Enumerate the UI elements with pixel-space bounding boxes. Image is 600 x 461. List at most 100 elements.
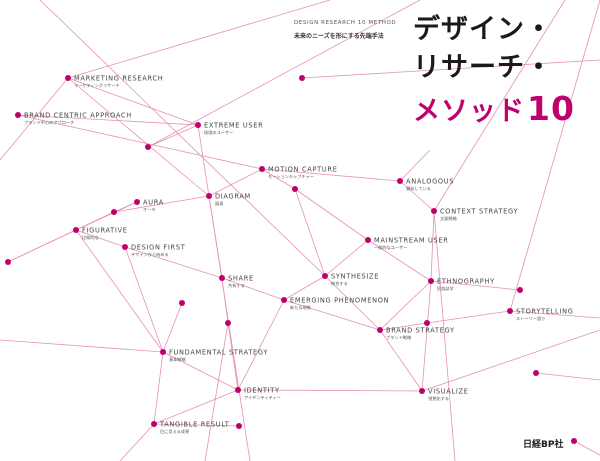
node-dot: [179, 300, 185, 306]
method-sublabel: モーションキャプチャー: [268, 174, 314, 180]
book-subtitle: 未来のニーズを形にする先端手法: [294, 33, 384, 40]
network-line: [324, 275, 381, 331]
node-dot: [322, 273, 328, 279]
title-number: 10: [527, 89, 575, 128]
method-label: FUNDAMENTAL STRATEGY: [169, 349, 268, 357]
node-dot: [533, 370, 539, 376]
network-line: [301, 59, 600, 79]
method-label: IDENTITY: [244, 387, 280, 395]
network-line: [421, 280, 432, 392]
network-line: [17, 114, 199, 126]
method-sublabel: 図表: [215, 200, 224, 207]
network-line: [426, 310, 511, 324]
node-dot: [419, 388, 425, 394]
node-dot: [65, 75, 71, 81]
node-dot: [259, 166, 265, 172]
network-line: [204, 322, 229, 461]
method-sublabel: 比喩的な: [82, 234, 99, 241]
network-line: [399, 149, 431, 182]
method-label: SYNTHESIZE: [331, 273, 379, 281]
network-line: [283, 299, 381, 331]
node-dot: [299, 75, 305, 81]
method-label: MOTION CAPTURE: [268, 166, 338, 174]
node-dot: [195, 122, 201, 128]
network-line: [208, 195, 251, 461]
node-dot: [225, 320, 231, 326]
network-line: [197, 124, 210, 197]
network-line: [237, 389, 423, 392]
node-dot: [292, 186, 298, 192]
network-line: [535, 372, 600, 381]
method-label: BRAND CENTRIC APPROACH: [24, 112, 132, 120]
network-line: [324, 239, 369, 277]
network-line: [162, 302, 183, 353]
network-line: [75, 229, 126, 248]
network-line: [509, 310, 600, 319]
node-dot: [219, 275, 225, 281]
method-label: CONTEXT STRATEGY: [440, 208, 518, 216]
network-line: [430, 210, 435, 282]
method-label: AURA: [143, 199, 164, 207]
network-line: [221, 277, 285, 301]
node-dot: [73, 227, 79, 233]
node-dot: [571, 438, 577, 444]
method-label: ETHNOGRAPHY: [437, 278, 495, 286]
node-dot: [235, 387, 241, 393]
method-label: VISUALIZE: [428, 388, 469, 396]
network-line: [124, 246, 223, 279]
network-line: [113, 195, 210, 213]
method-label: TANGIBLE RESULT: [159, 421, 230, 429]
network-line: [162, 351, 239, 391]
series-overline: DESIGN RESEARCH 10 METHOD: [294, 20, 397, 26]
network-line: [433, 210, 456, 461]
method-sublabel: オーラ: [143, 207, 156, 213]
method-sublabel: 民族誌学: [437, 285, 454, 292]
network-line: [147, 124, 199, 148]
node-dot: [206, 193, 212, 199]
method-label: DESIGN FIRST: [131, 244, 186, 252]
network-line: [421, 329, 600, 392]
node-dot: [15, 112, 21, 118]
network-line: [227, 322, 239, 391]
method-sublabel: マーケティングリサーチ: [74, 82, 120, 89]
method-sublabel: 文脈戦略: [440, 215, 458, 222]
network-line: [67, 77, 210, 197]
method-sublabel: 統合する: [331, 280, 348, 287]
network-line: [399, 180, 435, 212]
network-line: [153, 423, 240, 427]
node-dot: [428, 278, 434, 284]
network-line: [433, 0, 566, 212]
title-line-2: リサーチ・: [413, 52, 553, 83]
node-dot: [122, 244, 128, 250]
method-label: FIGURATIVE: [82, 227, 128, 235]
network-line: [294, 188, 326, 277]
network-line: [153, 389, 239, 425]
method-sublabel: デザインから始める: [131, 251, 169, 258]
node-dot: [377, 327, 383, 333]
node-dot: [397, 178, 403, 184]
network-line: [39, 0, 326, 277]
network-line: [153, 351, 164, 425]
network-line: [75, 229, 164, 353]
method-label: DIAGRAM: [215, 193, 251, 201]
node-dot: [236, 423, 242, 429]
title-line-1: デザイン・: [413, 14, 553, 45]
network-line: [379, 280, 432, 331]
node-dot: [365, 237, 371, 243]
network-line: [430, 280, 521, 291]
method-label: MARKETING RESEARCH: [74, 75, 163, 83]
method-sublabel: ブランド中心のアプローチ: [24, 119, 74, 126]
method-label: EMERGING PHENOMENON: [290, 297, 389, 305]
network-line: [0, 339, 164, 353]
network-line: [379, 322, 428, 331]
method-sublabel: 共有する: [228, 282, 245, 289]
method-sublabel: 類似している: [406, 185, 431, 192]
method-label: SHARE: [228, 275, 254, 283]
network-line: [379, 329, 423, 392]
method-label: EXTREME USER: [204, 122, 263, 130]
title-word: メソッド: [413, 96, 525, 127]
publisher-logo: 日経BP社: [523, 440, 564, 450]
method-sublabel: 視覚化する: [428, 395, 449, 402]
